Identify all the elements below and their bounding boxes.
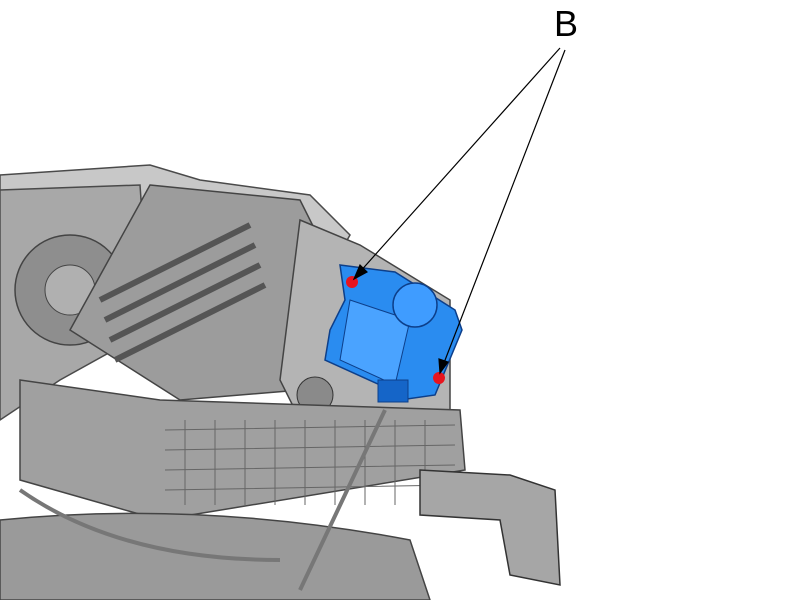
callout-leader-lines [352, 47, 566, 375]
mode-door-actuator [324, 264, 463, 403]
filter-housing [19, 379, 466, 521]
fastener-marker-lower [433, 372, 445, 384]
callout-label-b: B [554, 3, 579, 44]
wiring-harness [18, 409, 387, 591]
filter-grid [164, 420, 456, 505]
housing-ribs [98, 222, 267, 363]
mounting-bracket [419, 469, 561, 586]
